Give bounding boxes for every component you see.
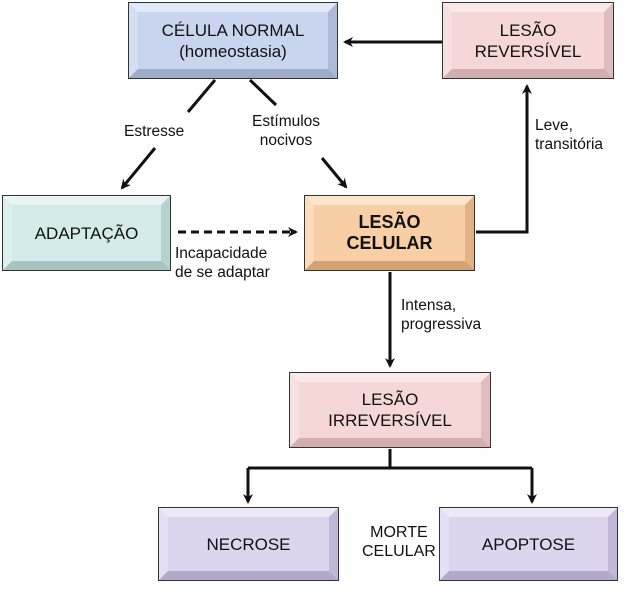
node-reversible-injury: LESÃO REVERSÍVEL — [442, 2, 614, 79]
label-failure-to-adapt: Incapacidade de se adaptar — [175, 245, 270, 281]
node-cell-injury: LESÃO CELULAR — [304, 195, 475, 271]
label-cell-death: MORTE CELULAR — [362, 524, 436, 560]
arrow-stress-top — [186, 79, 217, 113]
label-noxious-stimuli: Estímulos nocivos — [252, 113, 321, 149]
label-severe-progressive: Intensa, progressiva — [401, 297, 482, 333]
arrow-noxious-top — [248, 78, 278, 107]
arrow-noxious — [320, 157, 348, 189]
arrow-injury-to-reversible — [476, 84, 532, 234]
node-necrosis: NECROSE — [158, 507, 339, 581]
node-irreversible-injury: LESÃO IRREVERSÍVEL — [289, 372, 491, 448]
node-normal-cell: CÉLULA NORMAL (homeostasia) — [128, 2, 338, 79]
label-mild-transient: Leve, transitória — [535, 117, 604, 153]
node-apoptosis: APOPTOSE — [439, 507, 618, 581]
label-stress: Estresse — [124, 123, 185, 140]
arrow-stress — [120, 147, 157, 190]
arrow-irreversible-split — [248, 449, 532, 470]
node-adaptation: ADAPTAÇÃO — [2, 195, 171, 271]
